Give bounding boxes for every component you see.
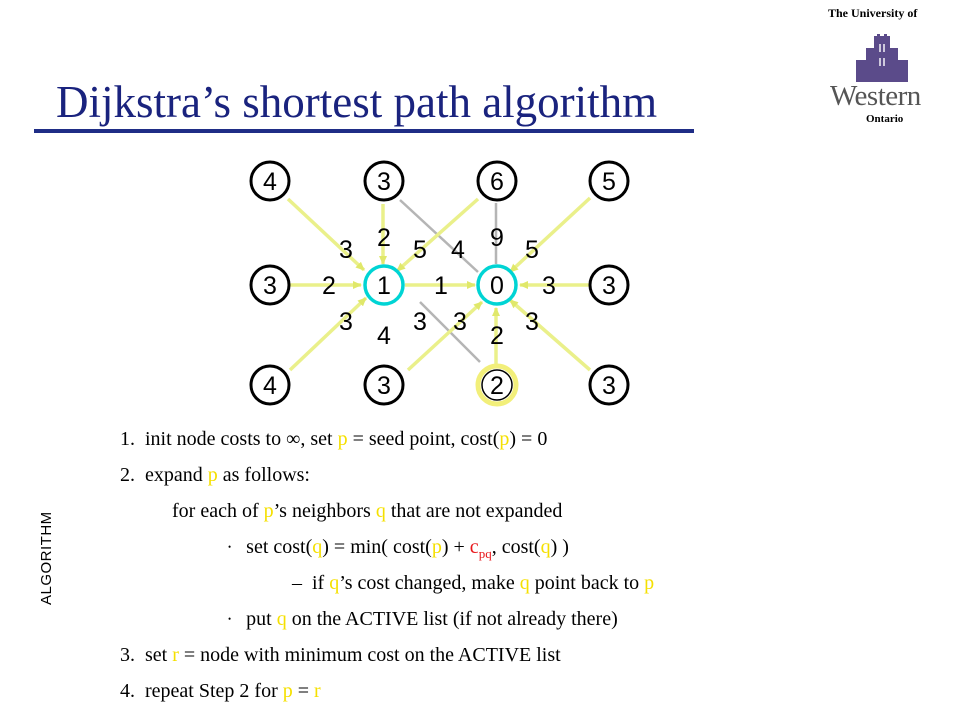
edge-weight: 2 (377, 224, 391, 252)
university-line: The University of (828, 6, 918, 20)
step-1: 1. init node costs to ∞, set p = seed po… (120, 428, 548, 450)
logo-wordmark: Western (830, 80, 921, 112)
graph-node (476, 160, 518, 202)
step-4: 4. repeat Step 2 for p = r (120, 680, 321, 702)
graph-node (588, 264, 630, 306)
node-label: 1 (377, 272, 391, 300)
graph-node-active-inner (481, 369, 513, 401)
graph-node (363, 364, 405, 406)
step-2-active-list: • put q on the ACTIVE list (if not alrea… (228, 608, 618, 630)
side-label: ALGORITHM (38, 511, 55, 605)
edge-weight: 3 (542, 272, 556, 300)
graph-node (363, 160, 405, 202)
edge-weight: 4 (451, 236, 465, 264)
node-label: 3 (377, 372, 391, 400)
node-label: 3 (602, 372, 616, 400)
graph-node (588, 160, 630, 202)
edge-weight: 9 (490, 224, 504, 252)
graph-node (588, 364, 630, 406)
node-label: 5 (602, 168, 616, 196)
edge-weight: 2 (490, 322, 504, 350)
edge-weight: 3 (453, 308, 467, 336)
step-2-for-each: for each of p’s neighbors q that are not… (172, 500, 563, 522)
edge-weight: 4 (377, 322, 391, 350)
edge-weight: 1 (434, 272, 448, 300)
edge-weight: 5 (413, 236, 427, 264)
graph-node-expanded (363, 264, 405, 306)
edge-weight: 2 (322, 272, 336, 300)
step-2: 2. expand p as follows: (120, 464, 310, 486)
slide-title: Dijkstra’s shortest path algorithm (56, 77, 658, 127)
edge-weight: 3 (413, 308, 427, 336)
step-2-point-back: – if q’s cost changed, make q point back… (292, 572, 655, 594)
node-label: 6 (490, 168, 504, 196)
edge-weight: 3 (525, 308, 539, 336)
graph-node-expanded (476, 264, 518, 306)
node-label: 4 (263, 168, 277, 196)
step-2-set-cost: • set cost(q) = min( cost(p) + cpq, cost… (228, 536, 569, 561)
logo-subtitle: Ontario (866, 113, 904, 125)
graph-node (249, 364, 291, 406)
edge-weight: 3 (339, 308, 353, 336)
node-label: 4 (263, 372, 277, 400)
node-label: 0 (490, 272, 504, 300)
node-label: 3 (263, 272, 277, 300)
node-label: 3 (602, 272, 616, 300)
edge-weight: 5 (525, 236, 539, 264)
title-underline (34, 129, 694, 133)
graph-node (249, 264, 291, 306)
step-3: 3. set r = node with minimum cost on the… (120, 644, 561, 666)
graph-node-active (475, 363, 519, 407)
edge-weight: 3 (339, 236, 353, 264)
graph-diagram: 4 3 6 5 3 1 0 3 4 3 2 3 3 2 5 4 9 5 2 1 … (249, 160, 630, 407)
graph-node (249, 160, 291, 202)
university-tower-icon (856, 34, 908, 82)
node-label: 3 (377, 168, 391, 196)
node-label: 2 (490, 372, 504, 400)
